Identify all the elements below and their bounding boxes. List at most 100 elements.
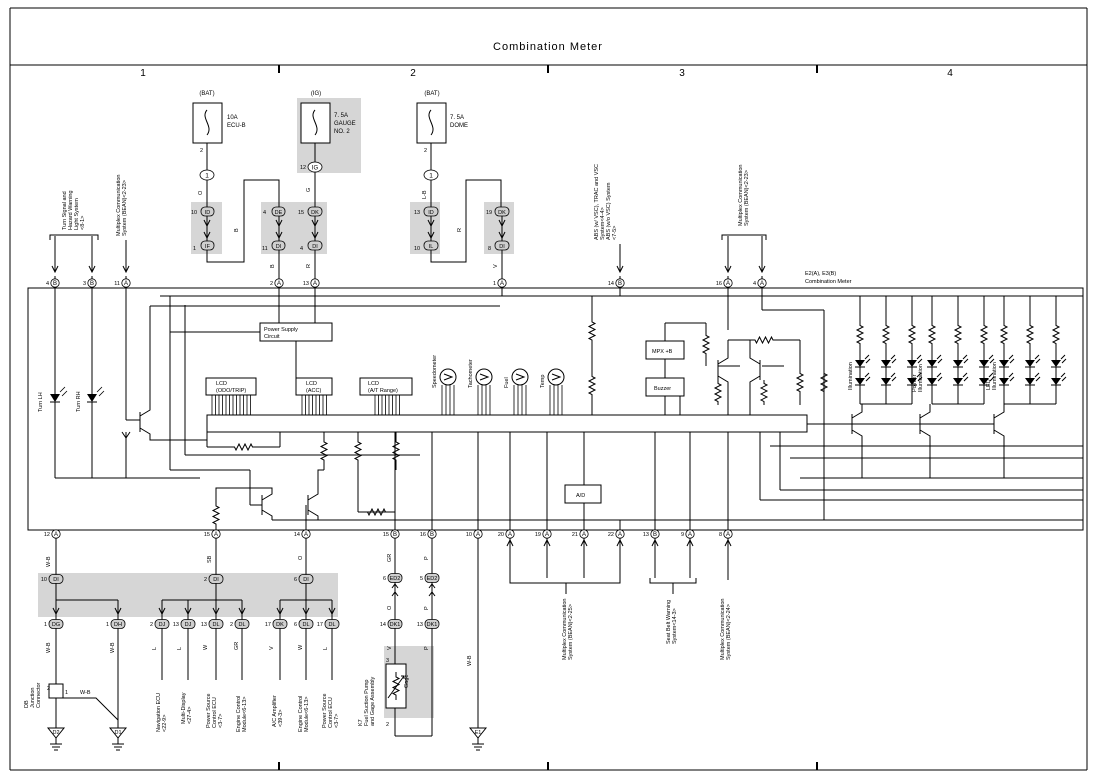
svg-text:17: 17 [317, 622, 323, 628]
svg-text:12: 12 [300, 165, 306, 171]
svg-text:DL: DL [302, 622, 309, 628]
svg-text:W: W [203, 644, 209, 650]
svg-text:LCD: LCD [368, 381, 379, 387]
svg-text:DL: DL [212, 622, 219, 628]
svg-text:2: 2 [204, 577, 207, 583]
meter-ic [206, 414, 808, 433]
column-3: 3 [679, 68, 685, 79]
gauge-1: Tachometer [468, 359, 493, 415]
svg-text:6: 6 [294, 622, 297, 628]
svg-text:System<14-3>: System<14-3> [672, 608, 678, 644]
svg-text:V: V [387, 646, 393, 650]
conn-a-dg: DG 1 [44, 619, 64, 629]
svg-text:13: 13 [417, 622, 423, 628]
svg-text:DG: DG [52, 622, 60, 628]
bottom-pin-10: B [650, 529, 660, 539]
svg-text:1: 1 [44, 622, 47, 628]
svg-text:Turn LH: Turn LH [38, 392, 44, 412]
ground-e1: E1 [468, 727, 488, 751]
svg-text:NO. 2: NO. 2 [334, 129, 350, 135]
svg-text:Tachometer: Tachometer [468, 359, 474, 388]
conn-b-3: DL2 [230, 619, 250, 629]
svg-text:B: B [270, 264, 276, 268]
svg-text:ECU-B: ECU-B [227, 123, 246, 129]
svg-text:MPX +B: MPX +B [652, 349, 673, 355]
svg-text:<8-1>: <8-1> [80, 216, 86, 230]
top-pin-2: A [121, 278, 131, 288]
svg-text:13: 13 [201, 622, 207, 628]
svg-text:L: L [177, 647, 183, 650]
bottom-pin-7: A [542, 529, 552, 539]
svg-text:SB: SB [207, 555, 213, 563]
svg-text:DK: DK [498, 210, 506, 216]
bottom-pin-2: A [301, 529, 311, 539]
junction-connectors-top: O 10 ID 1 IF B 4 DE 11 DI B G 15 DK 4 DI… [191, 172, 510, 276]
svg-text:A: A [313, 281, 317, 287]
svg-text:GR: GR [234, 642, 240, 650]
svg-text:Junction: Junction [30, 688, 36, 709]
svg-text:13: 13 [643, 532, 649, 538]
top-pin-8: A [757, 278, 767, 288]
svg-text:DL: DL [238, 622, 245, 628]
svg-text:DI: DI [53, 577, 59, 583]
gauge-0: Speedometer [432, 355, 457, 415]
bottom-pin-12: A [723, 529, 733, 539]
svg-text:DE: DE [275, 210, 283, 216]
svg-text:Pointer: Pointer [912, 374, 918, 392]
svg-text:2: 2 [270, 281, 273, 287]
bottom-pin-5: A [473, 529, 483, 539]
svg-text:D1: D1 [114, 730, 121, 736]
fuse-dome: (BAT) 7. 5A DOME 2 1 [416, 91, 468, 181]
column-2: 2 [410, 68, 416, 79]
svg-text:A: A [304, 532, 308, 538]
svg-text:4: 4 [753, 281, 756, 287]
bottom-pin-3: B [390, 529, 400, 539]
svg-text:GAUGE: GAUGE [334, 121, 356, 127]
svg-text:13: 13 [173, 622, 179, 628]
svg-text:9: 9 [681, 532, 684, 538]
svg-text:P: P [424, 606, 430, 610]
svg-text:R: R [457, 228, 463, 232]
svg-text:IL: IL [429, 244, 434, 250]
svg-text:Control ECU: Control ECU [328, 697, 334, 728]
svg-text:5: 5 [420, 576, 423, 582]
svg-text:Seat Belt Warning: Seat Belt Warning [666, 600, 672, 644]
bottom-pin-4: B [427, 529, 437, 539]
svg-text:D2: D2 [52, 730, 59, 736]
svg-text:A/C Amplifier: A/C Amplifier [272, 695, 278, 727]
svg-text:W-B: W-B [110, 642, 116, 653]
top-pin-5: A [497, 278, 507, 288]
svg-text:DK1: DK1 [427, 622, 438, 628]
svg-text:Multi-Display: Multi-Display [181, 692, 187, 724]
svg-text:1: 1 [205, 173, 209, 180]
svg-text:R: R [306, 264, 312, 268]
svg-text:DK: DK [276, 622, 284, 628]
svg-text:O: O [298, 555, 304, 560]
svg-text:LCD: LCD [306, 381, 317, 387]
column-4: 4 [947, 68, 953, 79]
svg-text:O: O [198, 190, 204, 195]
svg-text:14: 14 [380, 622, 386, 628]
svg-text:1: 1 [493, 281, 496, 287]
svg-text:G: G [306, 188, 312, 192]
svg-text:3: 3 [83, 281, 86, 287]
ground-d2: D2 [46, 710, 66, 751]
svg-text:6: 6 [383, 576, 386, 582]
svg-text:12: 12 [44, 532, 50, 538]
svg-text:A: A [277, 281, 281, 287]
svg-text:K7: K7 [358, 719, 364, 726]
svg-text:Multiplex Communication: Multiplex Communication [562, 599, 568, 660]
svg-text:1: 1 [106, 622, 109, 628]
svg-text:Multiplex Communication: Multiplex Communication [720, 599, 726, 660]
svg-text:4: 4 [263, 210, 266, 216]
column-1: 1 [140, 68, 146, 79]
svg-text:B: B [653, 532, 657, 538]
svg-text:15: 15 [298, 210, 304, 216]
